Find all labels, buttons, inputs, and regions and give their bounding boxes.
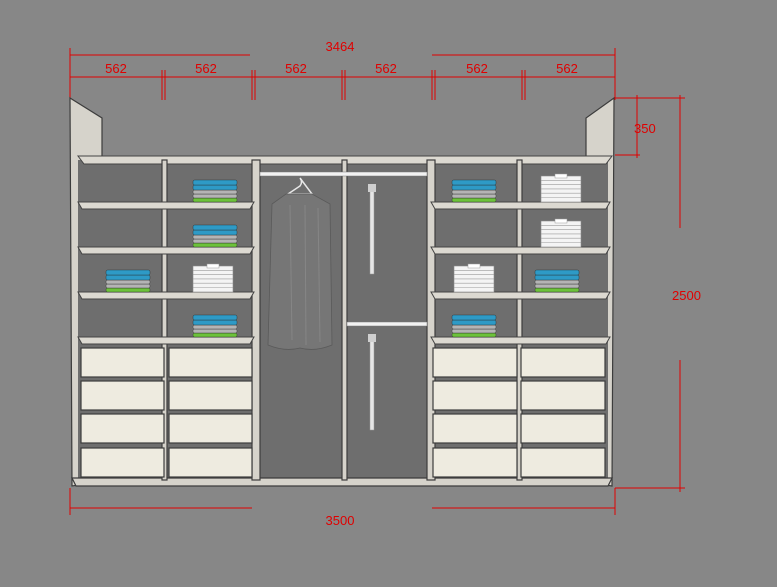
section-2-width-label: 562 — [195, 61, 217, 76]
right-shelves — [430, 201, 611, 345]
drawer[interactable] — [80, 347, 165, 378]
drawer[interactable] — [80, 413, 165, 444]
shirt-stack — [540, 173, 582, 203]
overall-width-top-label: 3464 — [326, 39, 355, 54]
towel-stack — [192, 314, 238, 338]
left-drawers — [80, 347, 253, 478]
drawer[interactable] — [432, 413, 518, 444]
drawer[interactable] — [168, 447, 253, 478]
towel-stacks — [105, 179, 580, 338]
section-ticks — [161, 70, 526, 100]
right-dimensions: 350 2500 — [615, 95, 701, 492]
drawer[interactable] — [168, 413, 253, 444]
towel-stack — [192, 224, 238, 248]
towel-stack — [451, 314, 497, 338]
drawer[interactable] — [520, 447, 606, 478]
overall-width-bottom-label: 3500 — [326, 513, 355, 528]
drawer[interactable] — [80, 447, 165, 478]
height-label: 2500 — [672, 288, 701, 303]
hanging-items-side — [368, 184, 376, 431]
drawer[interactable] — [432, 380, 518, 411]
drawer[interactable] — [432, 447, 518, 478]
left-shelves — [77, 201, 255, 345]
drawer[interactable] — [520, 347, 606, 378]
shirt-stack — [453, 263, 495, 293]
drawer[interactable] — [520, 413, 606, 444]
section-6-width-label: 562 — [556, 61, 578, 76]
bottom-dimensions: 3500 — [69, 488, 616, 528]
towel-stack — [451, 179, 497, 203]
dress-on-hanger — [267, 177, 333, 350]
drawer[interactable] — [80, 380, 165, 411]
shirt-stack — [192, 263, 234, 293]
section-4-width-label: 562 — [375, 61, 397, 76]
drawer[interactable] — [432, 347, 518, 378]
section-3-width-label: 562 — [285, 61, 307, 76]
hanging-rails — [259, 171, 428, 327]
right-drawers — [432, 347, 606, 478]
lower-rail — [346, 321, 428, 327]
upper-rail — [259, 171, 428, 177]
drawer[interactable] — [168, 380, 253, 411]
section-5-width-label: 562 — [466, 61, 488, 76]
shirt-stacks — [192, 173, 582, 293]
partitions — [161, 159, 523, 481]
section-1-width-label: 562 — [105, 61, 127, 76]
towel-stack — [534, 269, 580, 293]
top-gap-label: 350 — [634, 121, 656, 136]
towel-stack — [105, 269, 151, 293]
towel-stack — [192, 179, 238, 203]
drawer[interactable] — [520, 380, 606, 411]
drawer[interactable] — [168, 347, 253, 378]
top-dimensions: 3464 562 562 562 562 562 562 — [69, 39, 616, 100]
wardrobe — [69, 96, 615, 487]
shirt-stack — [540, 218, 582, 248]
